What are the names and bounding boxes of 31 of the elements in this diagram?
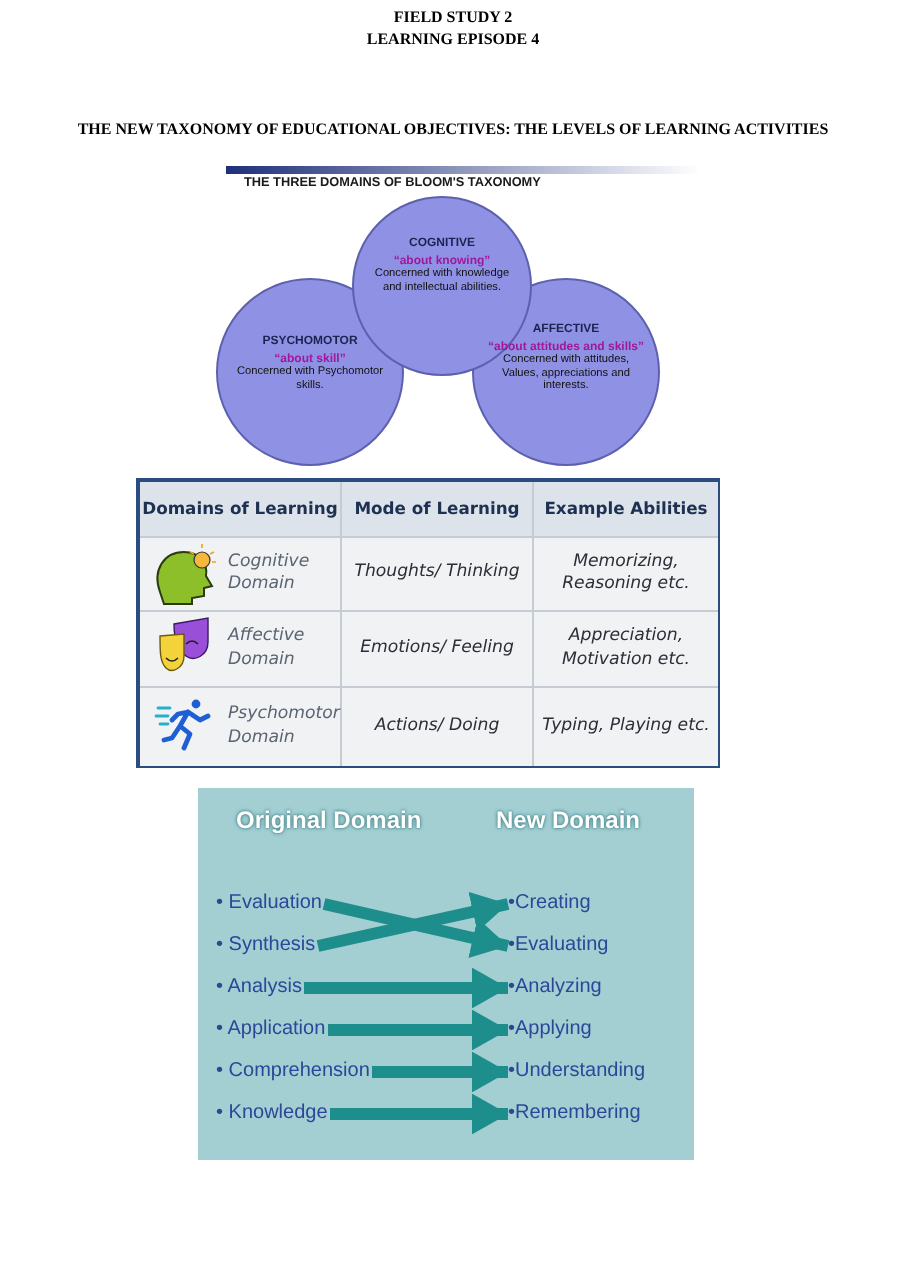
arrow — [330, 1093, 508, 1135]
new-level: •Applying — [508, 1016, 592, 1044]
table-cell: Appreciation, Motivation etc. — [534, 612, 718, 688]
original-level: • Evaluation — [216, 890, 322, 918]
section-heading: THE NEW TAXONOMY OF EDUCATIONAL OBJECTIVES: THE LEVELS OF LEARNING ACTIVITIES — [75, 120, 831, 138]
original-level: • Knowledge — [216, 1100, 328, 1128]
column-header: Mode of Learning — [342, 482, 534, 538]
table-cell: Actions/ Doing — [342, 688, 534, 766]
new-level: •Analyzing — [508, 974, 602, 1002]
table-cell: Thoughts/ Thinking — [342, 538, 534, 612]
arrow — [304, 967, 508, 1009]
column-header: Example Abilities — [534, 482, 718, 538]
arrow — [328, 1009, 508, 1051]
table-cell: Psychomotor Domain — [140, 688, 342, 766]
new-level: •Understanding — [508, 1058, 646, 1086]
page-heading: FIELD STUDY 2 — [391, 8, 515, 26]
column-header: Domains of Learning — [140, 482, 342, 538]
arrow — [372, 1051, 508, 1093]
original-level: • Synthesis — [216, 932, 316, 960]
table-cell: Emotions/ Feeling — [342, 612, 534, 688]
original-level: • Analysis — [216, 974, 302, 1002]
table-cell: Memorizing, Reasoning etc. — [534, 538, 718, 612]
column-heading: Original Domain — [236, 806, 422, 834]
page-heading: LEARNING EPISODE 4 — [364, 30, 542, 48]
original-level: • Application — [216, 1016, 326, 1044]
new-level: •Creating — [508, 890, 591, 918]
original-level: • Comprehension — [216, 1058, 370, 1086]
new-level: •Remembering — [508, 1100, 641, 1128]
new-level: •Evaluating — [508, 932, 609, 960]
table-cell: Typing, Playing etc. — [534, 688, 718, 766]
column-heading: New Domain — [496, 806, 641, 834]
